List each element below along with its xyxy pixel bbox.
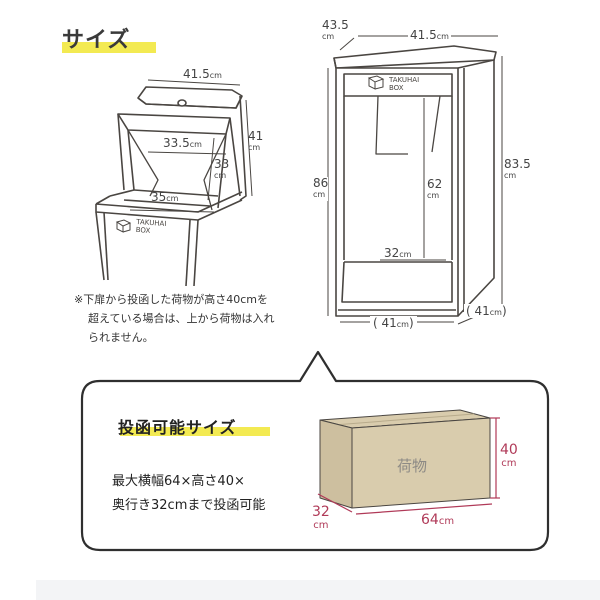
left-box-logo	[115, 219, 132, 233]
left-inner-width-label: 33.5cm	[163, 136, 202, 150]
package-dimension-lines	[317, 417, 500, 515]
left-inner-depth-label: 35cm	[151, 190, 179, 204]
capacity-description: 最大横幅64×高さ40× 奥行き32cmまで投函可能	[112, 474, 266, 513]
footer-band	[36, 580, 600, 600]
title-highlight	[62, 42, 156, 53]
capacity-title-highlight	[120, 427, 270, 436]
upper-loading-note: ※下扉から投函した荷物が高さ40cmを 超えている場合は、上から荷物は入れ られ…	[74, 293, 275, 344]
right-inner-depth-label: 32cm	[384, 246, 412, 260]
left-dimension-lines	[129, 79, 253, 213]
left-box-drawing	[95, 86, 247, 287]
right-box-logo	[367, 75, 385, 90]
package-label: 荷物	[397, 457, 428, 475]
capacity-title: 投函可能サイズ	[118, 418, 237, 437]
left-width-label: 41.5cm	[183, 67, 222, 81]
section-title: サイズ	[62, 28, 131, 53]
right-top-width-label: 41.5cm	[408, 28, 451, 42]
section-title-block: サイズ	[62, 22, 156, 54]
right-bottom-width-label: ( 41cm)	[370, 316, 417, 330]
right-bottom-depth-label: ( 41cm)	[464, 304, 509, 318]
package-width-label: 64cm	[421, 512, 455, 528]
